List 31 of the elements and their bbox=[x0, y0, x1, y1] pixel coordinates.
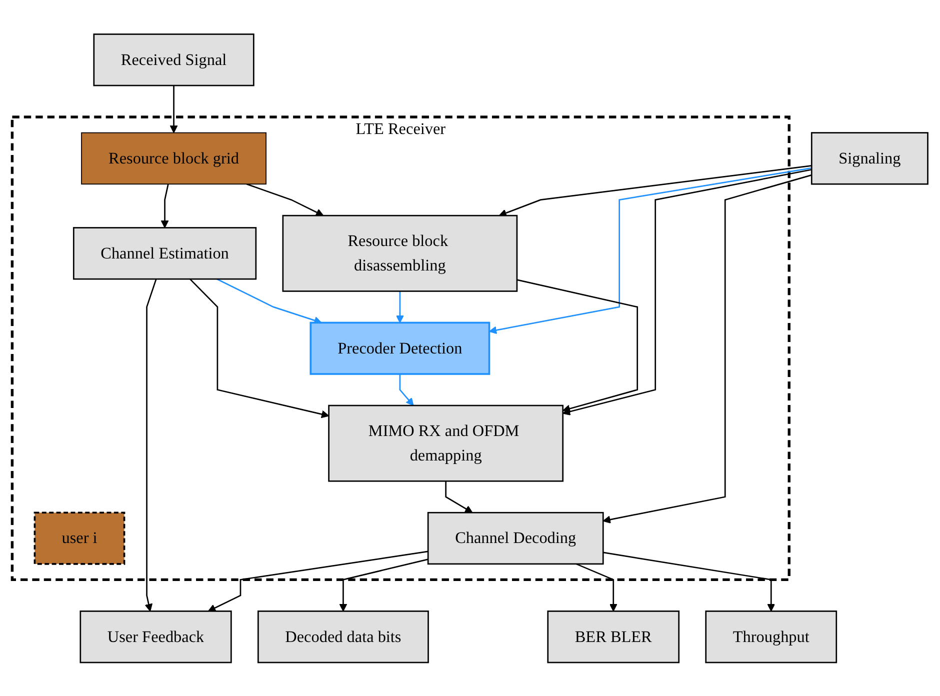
arrow bbox=[602, 174, 812, 524]
arrow bbox=[170, 85, 178, 133]
node-box: Channel Decoding bbox=[427, 512, 604, 564]
node-box: MIMO RX and OFDM demapping bbox=[328, 404, 564, 482]
arrow bbox=[160, 184, 169, 228]
arrow bbox=[190, 278, 330, 418]
node-box: Resource block disassembling bbox=[282, 214, 518, 292]
arrow bbox=[396, 290, 404, 323]
node-box: User Feedback bbox=[80, 610, 232, 663]
arrow bbox=[498, 164, 812, 216]
node-box: Throughput bbox=[705, 610, 838, 663]
node-box: BER BLER bbox=[547, 610, 680, 663]
arrow bbox=[144, 278, 157, 612]
arrow bbox=[516, 278, 638, 412]
node-box: Channel Estimation bbox=[73, 226, 257, 280]
arrow bbox=[246, 183, 324, 216]
arrow bbox=[399, 374, 414, 406]
arrow bbox=[562, 168, 812, 416]
arrow bbox=[339, 558, 428, 612]
arrow bbox=[208, 550, 428, 612]
node-box: Precoder Detection bbox=[310, 321, 490, 375]
arrow bbox=[216, 278, 322, 324]
node-box: Received Signal bbox=[93, 33, 254, 86]
node-box: user i bbox=[34, 511, 126, 564]
arrow bbox=[576, 562, 618, 612]
arrow bbox=[603, 551, 776, 612]
node-box: Resource block grid bbox=[81, 132, 266, 184]
arrow bbox=[445, 480, 473, 513]
arrow bbox=[488, 167, 812, 334]
node-box: Decoded data bits bbox=[258, 610, 429, 663]
node-box: Signaling bbox=[810, 132, 928, 184]
